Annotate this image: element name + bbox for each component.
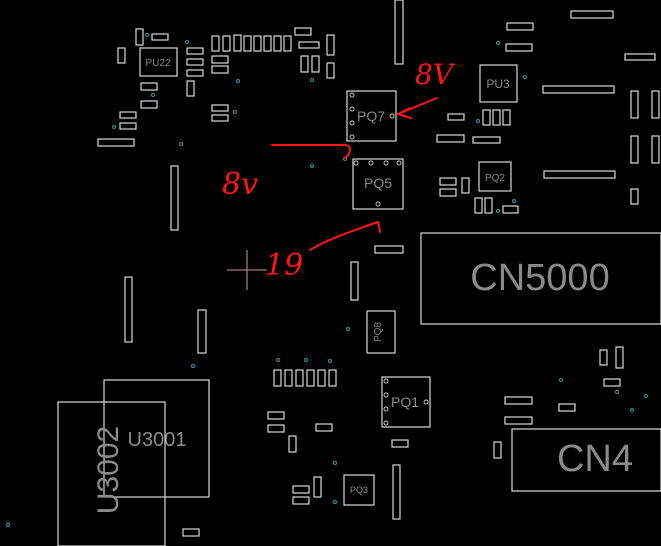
pq1-label: PQ1 xyxy=(391,394,419,410)
pq7-label: PQ7 xyxy=(357,108,385,124)
component-pu3[interactable]: PU3 xyxy=(479,64,518,103)
pu22-label: PU22 xyxy=(145,58,170,69)
resistor-row-top xyxy=(211,0,404,79)
component-u3002[interactable]: U3002 xyxy=(57,401,166,546)
vias xyxy=(6,33,648,527)
annotation-pq5-8v: 8v xyxy=(222,143,351,202)
annotation-8v-label: 8V xyxy=(415,58,456,91)
component-pq2[interactable]: PQ2 xyxy=(478,161,512,192)
crosshair-cursor-icon xyxy=(227,250,267,290)
passive-components-top-left xyxy=(97,28,229,354)
component-pq7[interactable]: PQ7 xyxy=(346,90,397,142)
cn4-label: CN4 xyxy=(557,438,633,480)
connector-cn4[interactable]: CN4 xyxy=(511,428,661,492)
annotation-pq5-19: 19 xyxy=(265,221,381,283)
pq8-label: PQ8 xyxy=(373,322,384,342)
pq3-label: PQ3 xyxy=(350,485,368,495)
component-pq3[interactable]: PQ3 xyxy=(343,474,375,506)
annotation-8v-lower-label: 8v xyxy=(222,167,258,202)
cn5000-label: CN5000 xyxy=(470,257,609,299)
component-u3001[interactable]: U3001 xyxy=(103,379,210,498)
connector-cn5000[interactable]: CN5000 xyxy=(420,232,661,325)
pu3-label: PU3 xyxy=(486,77,510,91)
component-pq1[interactable]: PQ1 xyxy=(381,376,431,428)
passive-components-middle-right xyxy=(350,10,660,301)
annotation-19-label: 19 xyxy=(265,248,303,283)
pq2-label: PQ2 xyxy=(485,173,505,184)
annotation-pq7-8v: 8V xyxy=(397,58,456,119)
u3001-label: U3001 xyxy=(128,429,187,451)
component-pq5[interactable]: PQ5 xyxy=(352,158,404,210)
component-pq8[interactable]: PQ8 xyxy=(366,310,396,354)
passive-components-bottom xyxy=(182,346,624,537)
pq5-label: PQ5 xyxy=(364,175,392,191)
u3002-label: U3002 xyxy=(92,426,125,514)
component-pu22[interactable]: PU22 xyxy=(139,47,178,77)
